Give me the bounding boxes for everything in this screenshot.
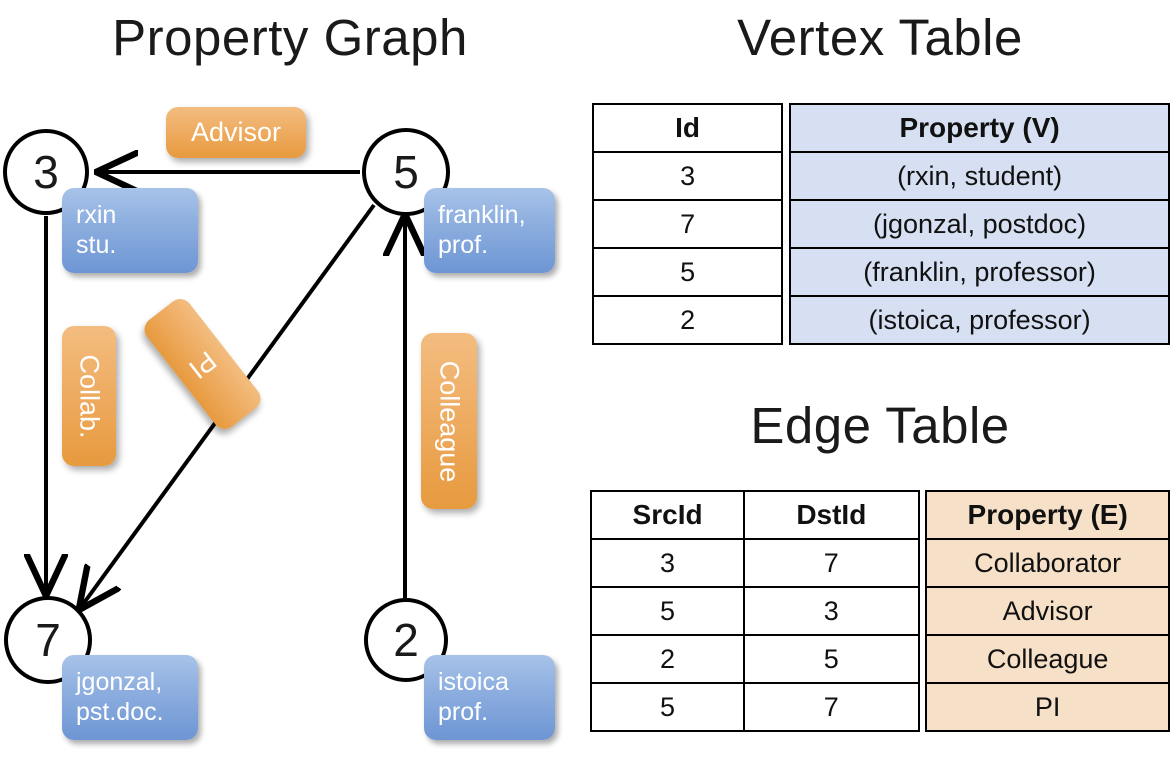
- node-property-line: franklin,: [438, 201, 526, 229]
- edge-table-column-gap: [918, 539, 927, 587]
- vertex-table-column-gap: [782, 152, 791, 200]
- table-row[interactable]: 5 3 Advisor: [589, 586, 1170, 636]
- graph-node-5[interactable]: 5: [362, 128, 450, 216]
- node-property-line: pst.doc.: [76, 697, 164, 726]
- graph-node-2[interactable]: 2: [364, 598, 448, 682]
- node-property-box-2: istoica prof.: [424, 655, 555, 740]
- edge-label-text: Collab.: [74, 353, 105, 439]
- edge-table-header-row: SrcId DstId Property (E): [589, 490, 1170, 540]
- node-property-box-5: franklin, prof.: [424, 188, 555, 273]
- vertex-table-header-row: Id Property (V): [591, 103, 1170, 153]
- page-title-edge-table: Edge Table: [750, 397, 1010, 454]
- vertex-cell-id: 7: [591, 199, 784, 249]
- edge-table-column-gap: [918, 635, 927, 683]
- vertex-cell-property: (istoica, professor): [789, 295, 1170, 345]
- page-title-property-graph: Property Graph: [112, 9, 468, 66]
- edge-cell-property: PI: [925, 682, 1170, 732]
- node-property-line: jgonzal,: [76, 668, 163, 696]
- edge-table-header-srcid: SrcId: [589, 490, 746, 540]
- vertex-cell-id: 3: [591, 151, 784, 201]
- table-row[interactable]: 7 (jgonzal, postdoc): [591, 199, 1170, 249]
- edge-cell-srcid: 5: [589, 682, 746, 732]
- edge-cell-srcid: 3: [589, 538, 746, 588]
- edge-cell-srcid: 5: [589, 586, 746, 636]
- table-row[interactable]: 3 (rxin, student): [591, 151, 1170, 201]
- edge-label-colleague: Colleague: [421, 333, 477, 509]
- edge-label-text: Colleague: [434, 360, 465, 482]
- table-row[interactable]: 2 5 Colleague: [589, 634, 1170, 684]
- table-row[interactable]: 2 (istoica, professor): [591, 295, 1170, 345]
- edge-cell-dstid: 7: [743, 538, 920, 588]
- edge-cell-dstid: 5: [743, 634, 920, 684]
- vertex-cell-id: 5: [591, 247, 784, 297]
- node-property-line: rxin: [76, 201, 117, 229]
- vertex-cell-property: (jgonzal, postdoc): [789, 199, 1170, 249]
- edge-table-column-gap: [918, 491, 927, 539]
- node-property-line: stu.: [76, 230, 117, 259]
- vertex-table-column-gap: [782, 104, 791, 152]
- edge-label-collab: Collab.: [62, 326, 116, 466]
- node-property-line: prof.: [438, 697, 489, 726]
- vertex-table-header-property: Property (V): [789, 103, 1170, 153]
- edge-label-text: Advisor: [190, 117, 282, 147]
- property-graph-panel: Property Graph 3 5 7 2 rxin stu. frankli…: [0, 0, 580, 760]
- node-property-line: prof.: [438, 230, 489, 259]
- edge-table-column-gap: [918, 683, 927, 731]
- vertex-table-column-gap: [782, 296, 791, 344]
- edge-cell-dstid: 7: [743, 682, 920, 732]
- vertex-cell-property: (rxin, student): [789, 151, 1170, 201]
- node-property-line: istoica: [438, 668, 509, 696]
- edge-table-header-dstid: DstId: [743, 490, 920, 540]
- vertex-cell-id: 2: [591, 295, 784, 345]
- edge-cell-property: Collaborator: [925, 538, 1170, 588]
- vertex-table-column-gap: [782, 200, 791, 248]
- page-title-vertex-table: Vertex Table: [737, 9, 1023, 66]
- vertex-table-header-id: Id: [591, 103, 784, 153]
- edge-table: SrcId DstId Property (E) 3 7 Collaborato…: [589, 490, 1170, 732]
- edge-label-advisor: Advisor: [166, 107, 306, 158]
- node-property-box-3: rxin stu.: [62, 188, 198, 273]
- table-row[interactable]: 5 (franklin, professor): [591, 247, 1170, 297]
- table-row[interactable]: 5 7 PI: [589, 682, 1170, 732]
- edge-cell-dstid: 3: [743, 586, 920, 636]
- edge-label-text: PI: [183, 344, 223, 385]
- edge-cell-srcid: 2: [589, 634, 746, 684]
- edge-table-column-gap: [918, 587, 927, 635]
- edge-table-header-property: Property (E): [925, 490, 1170, 540]
- vertex-table-column-gap: [782, 248, 791, 296]
- node-property-box-7: jgonzal, pst.doc.: [62, 655, 198, 740]
- vertex-table: Id Property (V) 3 (rxin, student) 7 (jgo…: [591, 103, 1170, 345]
- vertex-cell-property: (franklin, professor): [789, 247, 1170, 297]
- table-row[interactable]: 3 7 Collaborator: [589, 538, 1170, 588]
- edge-cell-property: Colleague: [925, 634, 1170, 684]
- edge-cell-property: Advisor: [925, 586, 1170, 636]
